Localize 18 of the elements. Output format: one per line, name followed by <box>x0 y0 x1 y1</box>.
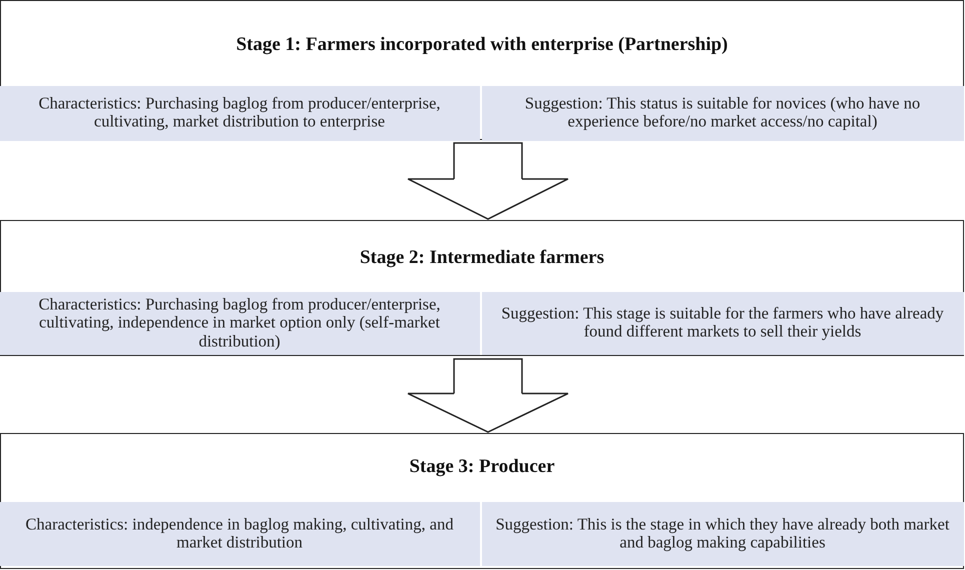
stage-box <box>0 220 964 356</box>
info-text: Characteristics: Purchasing baglog from producer/enterprise, cultivating, independence in market option only (self-market distribution) <box>38 295 442 351</box>
info-text: Suggestion: This stage is suitable for the farmers who have already found different markets to sell their yields <box>500 304 945 342</box>
info-text: Suggestion: This status is suitable for novices (who have no experience before/no market access/no capital) <box>524 94 922 132</box>
info-panel <box>482 86 964 140</box>
info-text: Characteristics: independence in baglog making, cultivating, and market distribution <box>24 515 454 552</box>
stage-heading: Stage 3: Producer <box>408 456 556 478</box>
info-panel <box>482 502 964 566</box>
info-panel <box>0 86 480 140</box>
info-panel <box>482 292 964 354</box>
stage-box <box>0 433 964 569</box>
info-panel <box>0 502 480 566</box>
stage-heading: Stage 1: Farmers incorporated with enterprise (Partnership) <box>235 34 729 56</box>
info-panel <box>0 292 480 354</box>
stage-box <box>0 0 964 140</box>
info-text: Suggestion: This is the stage in which they have already both market and baglog making capabilities <box>494 515 950 552</box>
stage-heading: Stage 2: Intermediate farmers <box>358 247 606 269</box>
info-text: Characteristics: Purchasing baglog from producer/enterprise, cultivating, market distribution to enterprise <box>38 94 442 132</box>
